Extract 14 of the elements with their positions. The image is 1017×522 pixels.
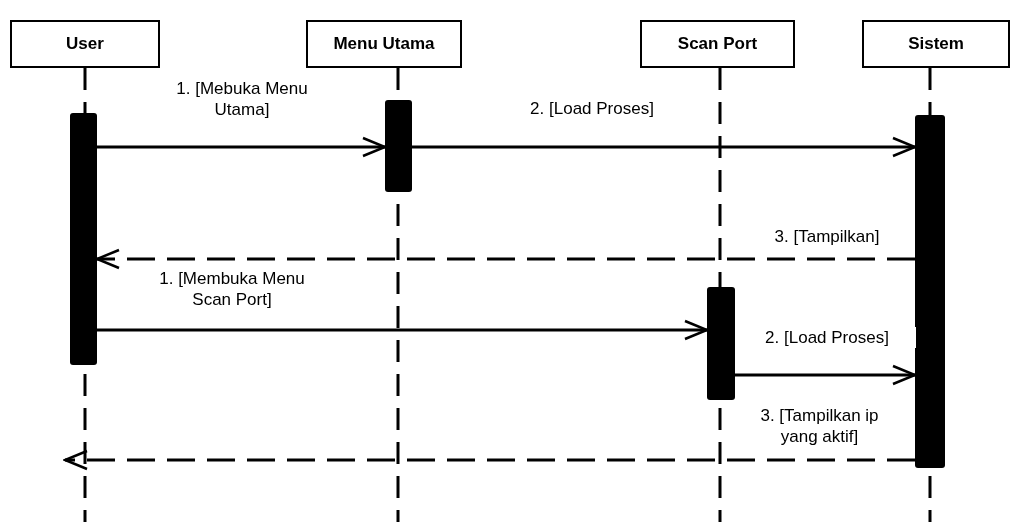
- message-arrow: [95, 248, 915, 270]
- lifeline-header: Menu Utama: [306, 20, 462, 68]
- message-arrow: [97, 136, 387, 158]
- activation-bar: [385, 100, 412, 192]
- lifeline-header: Sistem: [862, 20, 1010, 68]
- lifeline-header: User: [10, 20, 160, 68]
- message-arrow: [97, 319, 709, 341]
- activation-bar: [707, 287, 735, 400]
- lifeline-header: Scan Port: [640, 20, 795, 68]
- message-arrow: [412, 136, 917, 158]
- message-arrow: [735, 364, 917, 386]
- activation-bar: [70, 113, 97, 365]
- activation-bar: [915, 115, 945, 468]
- message-arrow: [63, 449, 915, 471]
